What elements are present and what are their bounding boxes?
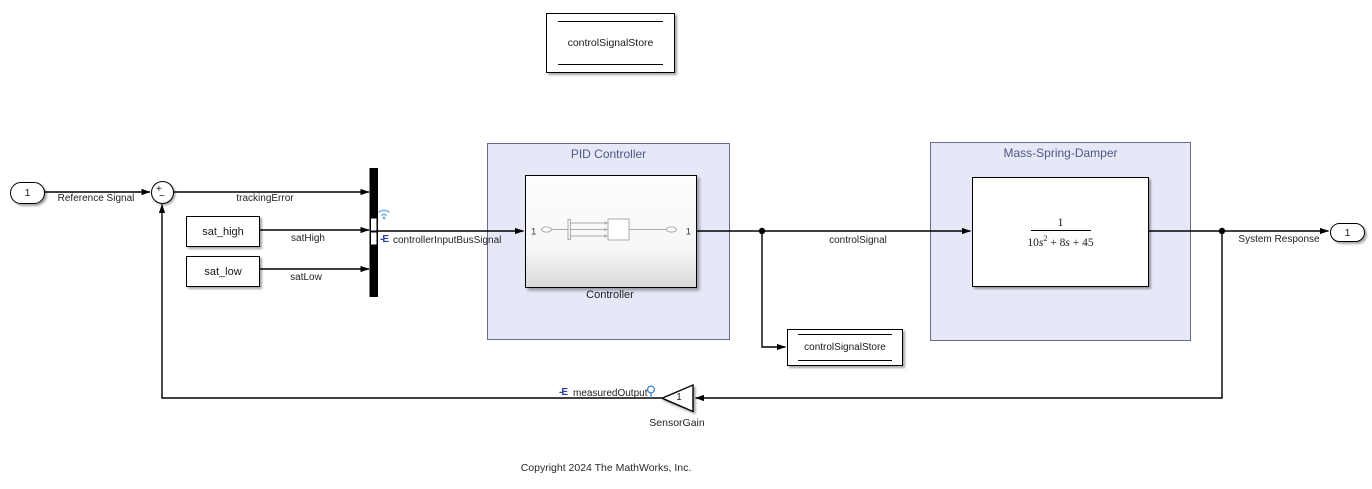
sat-high-constant-block[interactable]: sat_high [186, 216, 260, 247]
signal-datastorewrite-branch-line[interactable] [761, 231, 786, 351]
sensor-gain-block[interactable] [660, 383, 694, 413]
testpoint-icon[interactable] [646, 385, 656, 398]
inport-label[interactable]: Reference Signal [57, 193, 135, 204]
measuredoutput-signal-label[interactable]: measuredOutput [573, 387, 648, 399]
transfer-fcn-block[interactable]: 1 10s2 + 8s + 45 [972, 177, 1149, 287]
controller-inport-number: 1 [531, 226, 537, 237]
inport-block[interactable]: 1 [10, 182, 45, 204]
controller-outport-number: 1 [685, 226, 691, 237]
data-store-memory-block[interactable]: controlSignalStore [546, 13, 675, 73]
signal-measuredoutput-line[interactable] [158, 204, 662, 399]
inport-number: 1 [24, 187, 31, 199]
sensor-gain-label[interactable]: SensorGain [649, 417, 705, 429]
datastore-bottom-line [798, 360, 892, 361]
datastore-top-line [798, 334, 892, 335]
data-store-memory-text: controlSignalStore [567, 37, 654, 49]
copyright-annotation: Copyright 2024 The MathWorks, Inc. [520, 462, 692, 474]
sensor-gain-value: 1 [676, 392, 682, 403]
businput-signal-label[interactable]: controllerInputBusSignal [393, 234, 502, 246]
logged-signal-icon[interactable]: -E [380, 234, 389, 245]
data-store-write-block[interactable]: controlSignalStore [787, 329, 903, 366]
outport-number: 1 [1344, 226, 1351, 239]
branch-point [1218, 227, 1226, 235]
msd-area-title[interactable]: Mass-Spring-Damper [1003, 146, 1118, 160]
wireless-logging-icon[interactable] [377, 209, 391, 220]
branch-point [758, 227, 766, 235]
sum-minus-sign: − [159, 191, 165, 202]
transfer-fcn-equation: 1 10s2 + 8s + 45 [1027, 214, 1094, 249]
bus-creator-block[interactable] [369, 168, 379, 297]
sat-low-text: sat_low [204, 265, 242, 278]
sat-high-text: sat_high [202, 225, 244, 238]
tf-fraction-bar [1030, 229, 1091, 231]
pid-area-title[interactable]: PID Controller [570, 147, 647, 161]
subsystem-preview-thumbnail [541, 218, 677, 241]
controlsignal-signal-label[interactable]: controlSignal [829, 235, 887, 246]
controller-block-label[interactable]: Controller [586, 289, 634, 301]
controller-subsystem-block[interactable]: 1 1 [525, 175, 697, 288]
signal-feedback-line[interactable] [695, 231, 1223, 402]
sathigh-signal-label[interactable]: satHigh [291, 233, 325, 244]
tf-denominator: 10s2 + 8s + 45 [1027, 233, 1094, 249]
outport-block[interactable]: 1 [1330, 223, 1365, 242]
systemresponse-signal-label[interactable]: System Response [1238, 234, 1320, 245]
datastore-top-line [558, 21, 663, 22]
sum-plus-sign: + [156, 184, 162, 195]
tf-numerator: 1 [1057, 214, 1064, 229]
sum-block[interactable]: + − [151, 181, 174, 204]
data-store-write-text: controlSignalStore [804, 342, 886, 353]
datastore-bottom-line [558, 64, 663, 65]
satlow-signal-label[interactable]: satLow [290, 272, 322, 283]
logged-signal-icon[interactable]: -E [559, 387, 568, 398]
sat-low-constant-block[interactable]: sat_low [186, 256, 260, 287]
trackingerror-signal-label[interactable]: trackingError [236, 193, 294, 204]
